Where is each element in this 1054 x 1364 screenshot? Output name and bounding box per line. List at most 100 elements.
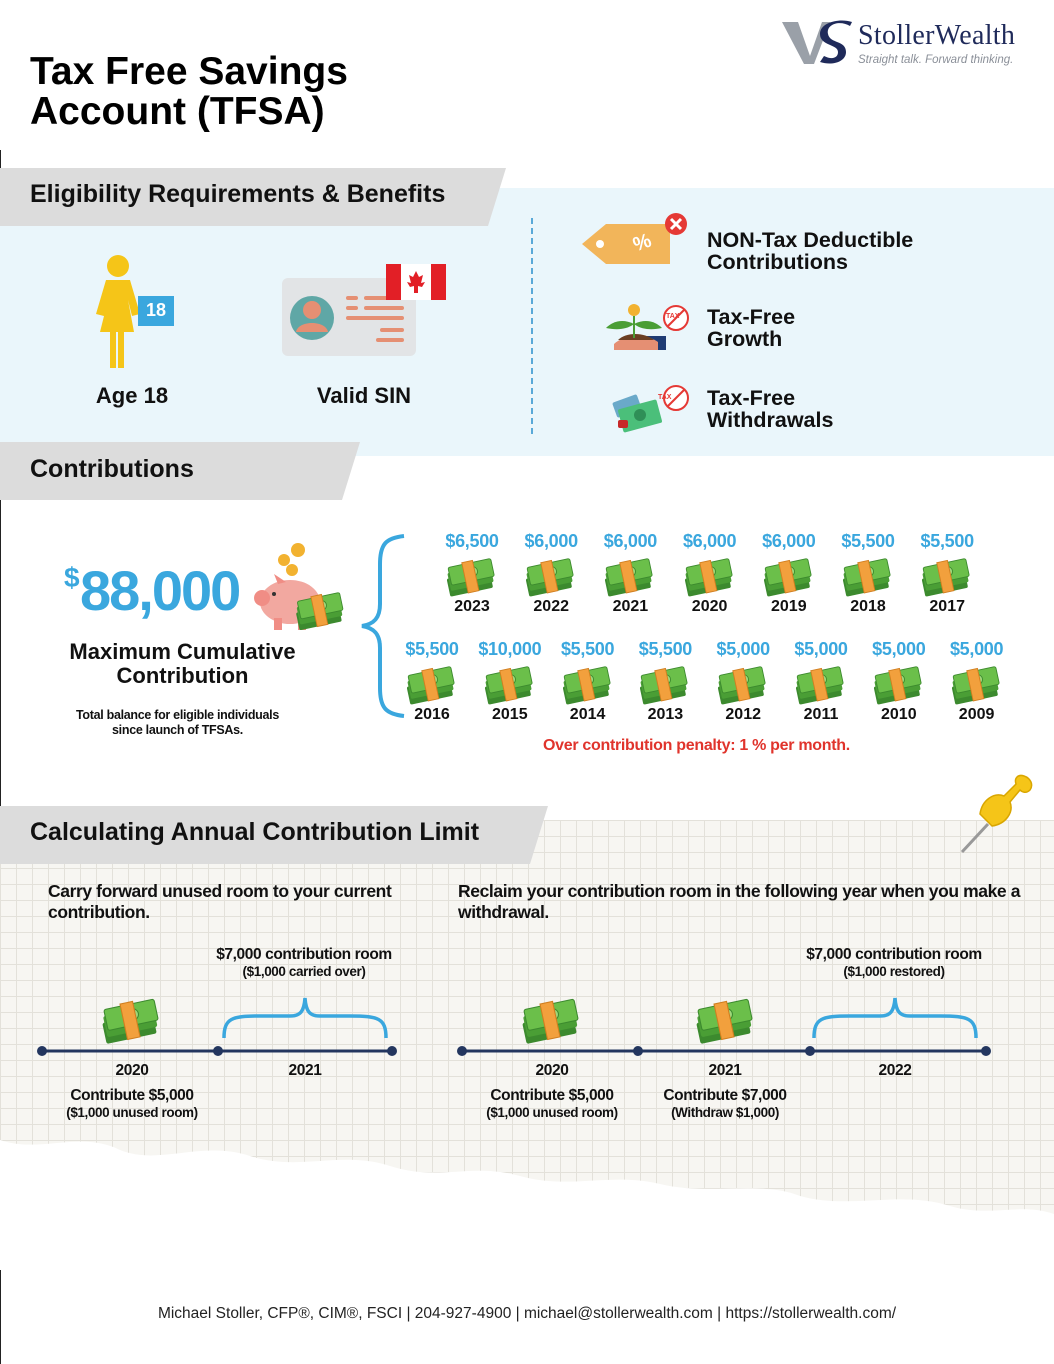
money-icon xyxy=(637,666,691,706)
right-room-brace-icon xyxy=(812,997,978,1039)
right-timeline xyxy=(457,1046,991,1056)
contribution-year-label: 2013 xyxy=(647,706,684,723)
eligibility-banner xyxy=(0,168,506,226)
contribution-year-2009: $5,000 2009 xyxy=(937,639,1017,724)
amount-dollar-sign: $ xyxy=(64,562,80,593)
contribution-amount: $5,500 xyxy=(560,639,615,659)
contribution-year-label: 2015 xyxy=(492,706,528,723)
contribution-amount: $5,000 xyxy=(794,639,848,659)
curly-brace-icon xyxy=(361,534,405,718)
contribution-year-2013: $5,500 2013 xyxy=(625,639,705,724)
contributions-banner xyxy=(0,442,360,500)
contribution-amount: $6,500 xyxy=(445,531,499,551)
eligibility-panel xyxy=(0,188,1054,456)
left-room-label: $7,000 contribution room xyxy=(216,946,392,963)
money-icon xyxy=(523,558,577,598)
tag-icon: % xyxy=(582,213,687,264)
contribution-year-label: 2010 xyxy=(881,706,917,723)
money-icon xyxy=(760,558,814,598)
money-icon xyxy=(481,666,535,706)
contribution-year-label: 2019 xyxy=(771,598,807,615)
contribution-amount: $5,000 xyxy=(949,639,1004,659)
right-room-sub: ($1,000 restored) xyxy=(843,964,945,979)
contribution-year-label: 2014 xyxy=(569,706,606,723)
left-year-2021: 2021 xyxy=(288,1062,322,1079)
contribution-year-2021: $6,000 2021 xyxy=(590,531,670,616)
contribution-amount: $5,500 xyxy=(405,639,459,659)
piggy-bank-icon xyxy=(254,543,346,631)
max-cumulative-label: Maximum Cumulative Contribution xyxy=(69,639,296,688)
contribution-amount: $6,000 xyxy=(682,531,737,551)
contribution-amount: $5,500 xyxy=(920,531,975,551)
calculating-banner xyxy=(0,806,548,864)
requirement-age-label: Age 18 xyxy=(95,383,169,408)
contribution-year-label: 2021 xyxy=(612,598,649,615)
money-icon xyxy=(444,558,498,598)
left-timeline xyxy=(37,1046,397,1056)
money-icon xyxy=(840,558,894,598)
contribution-year-2011: $5,000 2011 xyxy=(781,639,861,724)
tax-badge: TAX xyxy=(666,313,680,320)
carry-forward-intro: Carry forward unused room to your curren… xyxy=(48,881,392,922)
footer-contact: Michael Stoller, CFP®, CIM®, FSCI | 204-… xyxy=(157,1305,897,1322)
benefit-tax-free-withdrawals: Tax-Free Withdrawals xyxy=(707,386,834,432)
money-icon xyxy=(559,666,613,706)
contribution-year-label: 2023 xyxy=(454,598,490,615)
contribution-amount: $6,000 xyxy=(603,531,658,551)
page-title: Tax Free Savings Account (TFSA) xyxy=(30,50,348,133)
tax-badge: TAX xyxy=(658,394,672,401)
person-icon xyxy=(96,255,174,368)
plant-icon xyxy=(606,304,689,350)
contribution-year-2022: $6,000 2022 xyxy=(511,531,591,616)
contribution-year-2015: $10,000 2015 xyxy=(470,639,550,724)
contribution-year-label: 2017 xyxy=(929,598,965,615)
right-action-2-sub: (Withdraw $1,000) xyxy=(671,1105,779,1120)
money-icon xyxy=(715,666,769,706)
id-card-icon xyxy=(282,264,446,356)
page-left-rule xyxy=(0,150,1,1364)
money-icon xyxy=(404,666,458,706)
logo-mark-icon xyxy=(782,20,852,64)
reclaim-intro: Reclaim your contribution room in the fo… xyxy=(458,881,1021,922)
push-pin-icon xyxy=(960,774,1033,854)
calculating-heading: Calculating Annual Contribution Limit xyxy=(30,818,480,846)
over-contribution-penalty: Over contribution penalty: 1 % per month… xyxy=(543,737,850,754)
left-year-2020: 2020 xyxy=(115,1062,149,1079)
right-year-2022: 2022 xyxy=(878,1062,912,1079)
contribution-year-label: 2022 xyxy=(533,598,569,615)
logo-tagline: Straight talk. Forward thinking. xyxy=(858,54,1014,66)
money-icon xyxy=(948,666,1002,706)
right-action-1: Contribute $5,000 xyxy=(490,1087,614,1104)
benefit-tax-free-growth: Tax-Free Growth xyxy=(707,305,796,351)
age-badge: 18 xyxy=(145,300,167,320)
money-icon xyxy=(602,558,656,598)
contribution-year-2016: $5,500 2016 xyxy=(392,639,472,724)
contribution-amount: $10,000 xyxy=(478,639,542,659)
contribution-amount: $5,500 xyxy=(638,639,693,659)
atm-cash-icon xyxy=(612,385,689,433)
money-icon xyxy=(681,558,735,598)
right-room-label: $7,000 contribution room xyxy=(806,946,982,963)
money-icon xyxy=(520,998,582,1045)
money-icon xyxy=(870,666,924,706)
contribution-amount: $6,000 xyxy=(762,531,816,551)
left-room-brace-icon xyxy=(222,997,388,1039)
contribution-amount: $6,000 xyxy=(524,531,579,551)
contribution-year-2019: $6,000 2019 xyxy=(749,531,829,616)
eligibility-divider xyxy=(531,218,533,434)
contribution-year-label: 2016 xyxy=(414,706,450,723)
right-action-1-sub: ($1,000 unused room) xyxy=(486,1105,618,1120)
contribution-year-label: 2020 xyxy=(691,598,728,615)
contribution-year-label: 2011 xyxy=(803,706,839,723)
right-year-2020: 2020 xyxy=(535,1062,569,1079)
torn-paper-edge xyxy=(0,1140,1054,1270)
contribution-year-2020: $6,000 2020 xyxy=(670,531,750,616)
logo-name: StollerWealth xyxy=(858,20,1016,51)
benefit-non-tax-deductible: NON-Tax Deductible Contributions xyxy=(707,228,914,274)
money-icon xyxy=(919,558,973,598)
contribution-year-label: 2009 xyxy=(958,706,995,723)
contribution-year-label: 2018 xyxy=(850,598,886,615)
left-action-sub: ($1,000 unused room) xyxy=(66,1105,198,1120)
